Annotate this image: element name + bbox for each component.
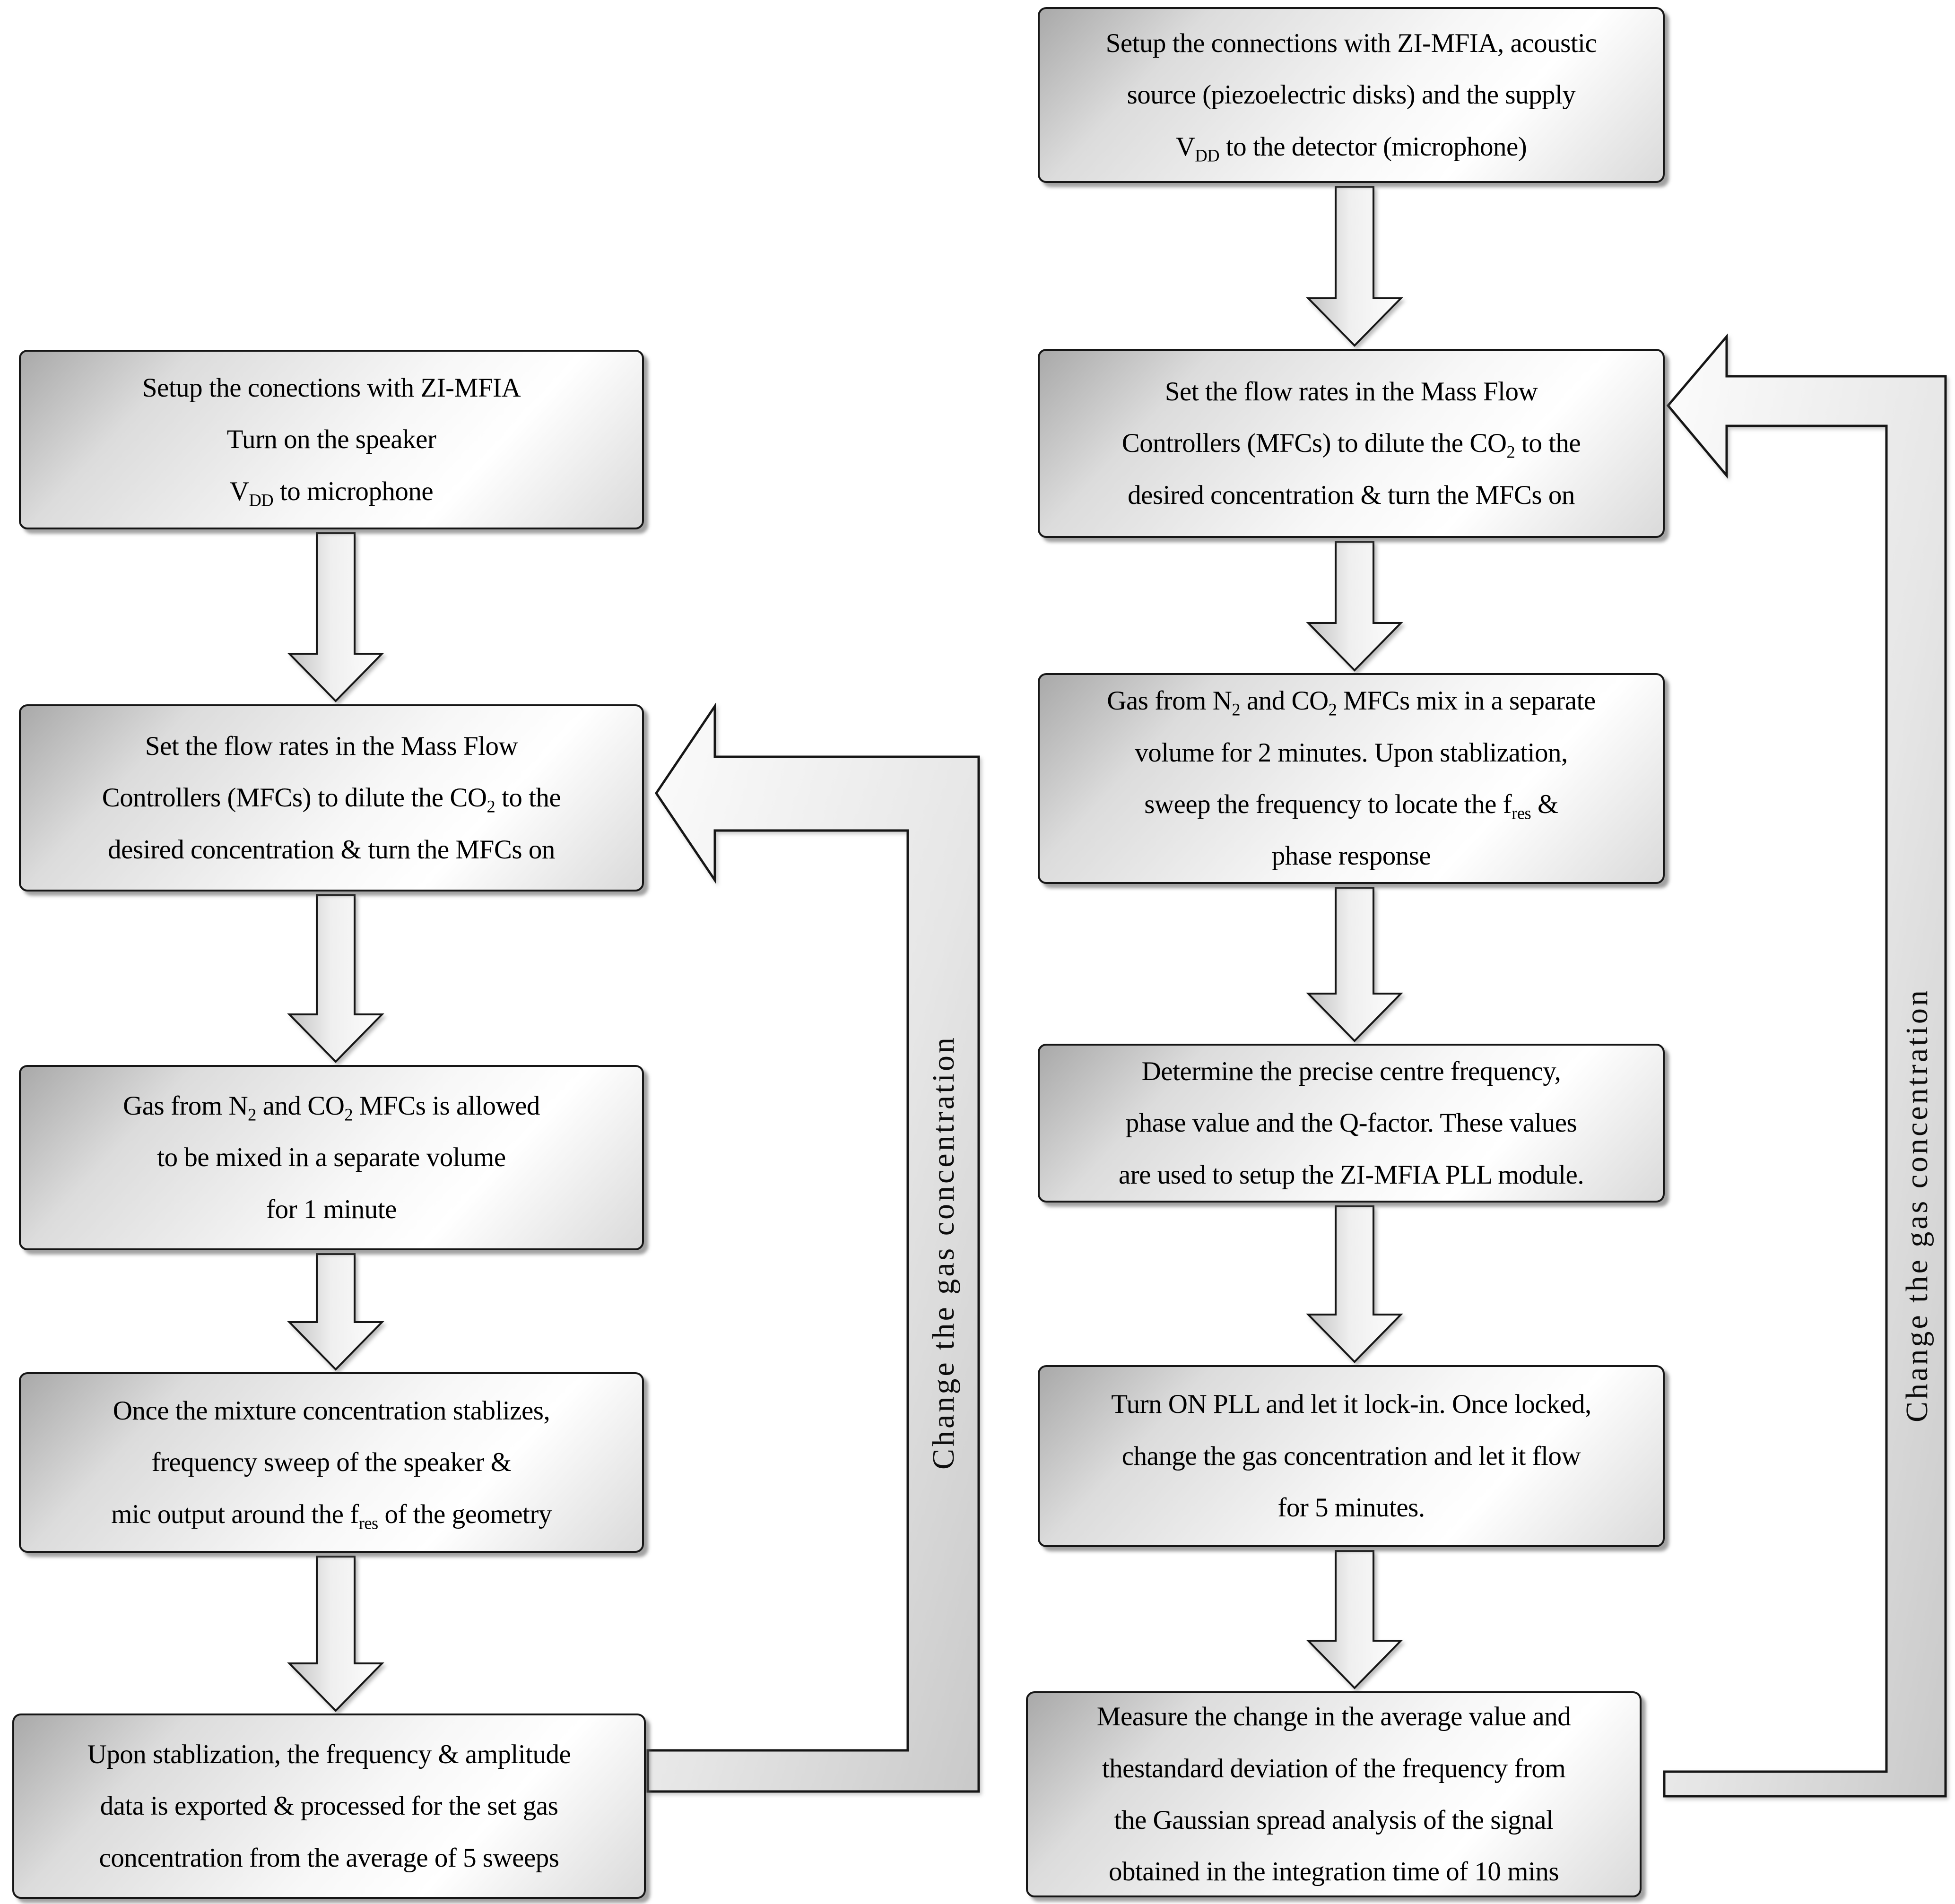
step-text-line: Measure the change in the average value … [1096, 1702, 1571, 1732]
step-box-right-determine-frequency: Determine the precise centre frequency, p… [1038, 1044, 1665, 1203]
step-text-line: Upon stablization, the frequency & ampli… [87, 1739, 571, 1769]
step-box-left-export-data: Upon stablization, the frequency & ampli… [12, 1714, 646, 1899]
step-text-line: obtained in the integration time of 10 m… [1108, 1857, 1559, 1887]
down-arrow-icon [1306, 186, 1403, 347]
step-text-line: VDD to microphone [229, 476, 434, 510]
step-text-line: volume for 2 minutes. Upon stablization, [1135, 737, 1568, 768]
step-text-line: for 5 minutes. [1277, 1493, 1425, 1523]
step-text-line: the Gaussian spread analysis of the sign… [1114, 1805, 1554, 1835]
feedback-label-right: Change the gas concentration [1900, 988, 1934, 1423]
step-text-line: Determine the precise centre frequency, [1141, 1056, 1561, 1086]
step-text-line: Once the mixture concentration stablizes… [113, 1395, 550, 1426]
step-text-line: Controllers (MFCs) to dilute the CO2 to … [102, 783, 561, 816]
step-box-right-gas-mixing: Gas from N2 and CO2 MFCs mix in a separa… [1038, 673, 1665, 884]
down-arrow-icon [1306, 887, 1403, 1042]
step-text-line: desired concentration & turn the MFCs on [108, 834, 555, 865]
step-text-line: Turn ON PLL and let it lock-in. Once loc… [1111, 1389, 1591, 1419]
step-text-line: Setup the connections with ZI-MFIA, acou… [1105, 28, 1597, 58]
step-text-line: mic output around the fres of the geomet… [111, 1499, 552, 1533]
step-text-line: phase response [1271, 841, 1431, 871]
step-text-line: Controllers (MFCs) to dilute the CO2 to … [1121, 428, 1581, 462]
step-text-line: thestandard deviation of the frequency f… [1102, 1753, 1566, 1783]
down-arrow-icon [287, 1556, 384, 1712]
step-text-line: concentration from the average of 5 swee… [99, 1843, 559, 1873]
step-text-line: Setup the conections with ZI-MFIA [142, 372, 521, 403]
step-text-line: source (piezoelectric disks) and the sup… [1127, 80, 1576, 110]
feedback-label-left: Change the gas concentration [926, 1035, 961, 1470]
step-text-line: are used to setup the ZI-MFIA PLL module… [1118, 1160, 1584, 1190]
down-arrow-icon [1306, 1550, 1403, 1689]
down-arrow-icon [287, 894, 384, 1063]
down-arrow-icon [1306, 1205, 1403, 1363]
down-arrow-icon [1306, 541, 1403, 672]
step-box-right-turn-on-pll: Turn ON PLL and let it lock-in. Once loc… [1038, 1365, 1665, 1547]
step-text-line: Set the flow rates in the Mass Flow [145, 731, 518, 761]
step-box-left-frequency-sweep: Once the mixture concentration stablizes… [19, 1372, 644, 1553]
step-text-line: VDD to the detector (microphone) [1175, 131, 1527, 165]
step-text-line: data is exported & processed for the set… [100, 1791, 558, 1821]
step-text-line: sweep the frequency to locate the fres & [1144, 789, 1558, 823]
feedback-arrow-left [646, 702, 980, 1793]
step-text-line: phase value and the Q-factor. These valu… [1125, 1108, 1577, 1138]
step-box-right-measure-change: Measure the change in the average value … [1026, 1691, 1642, 1897]
step-box-left-gas-mixing: Gas from N2 and CO2 MFCs is allowed to be… [19, 1065, 644, 1250]
step-text-line: change the gas concentration and let it … [1121, 1441, 1581, 1471]
step-text-line: Set the flow rates in the Mass Flow [1164, 376, 1538, 407]
feedback-arrow-right [1663, 333, 1947, 1798]
step-box-right-setup: Setup the connections with ZI-MFIA, acou… [1038, 7, 1665, 183]
down-arrow-icon [287, 1253, 384, 1371]
step-text-line: Turn on the speaker [226, 424, 436, 455]
step-text-line: Gas from N2 and CO2 MFCs mix in a separa… [1107, 686, 1596, 719]
step-text-line: desired concentration & turn the MFCs on [1128, 480, 1575, 510]
step-box-left-setup: Setup the conections with ZI-MFIA Turn on… [19, 350, 644, 529]
step-text-line: frequency sweep of the speaker & [151, 1447, 512, 1478]
step-text-line: Gas from N2 and CO2 MFCs is allowed [123, 1090, 540, 1125]
step-text-line: for 1 minute [266, 1194, 397, 1224]
down-arrow-icon [287, 532, 384, 702]
step-text-line: to be mixed in a separate volume [157, 1142, 506, 1173]
